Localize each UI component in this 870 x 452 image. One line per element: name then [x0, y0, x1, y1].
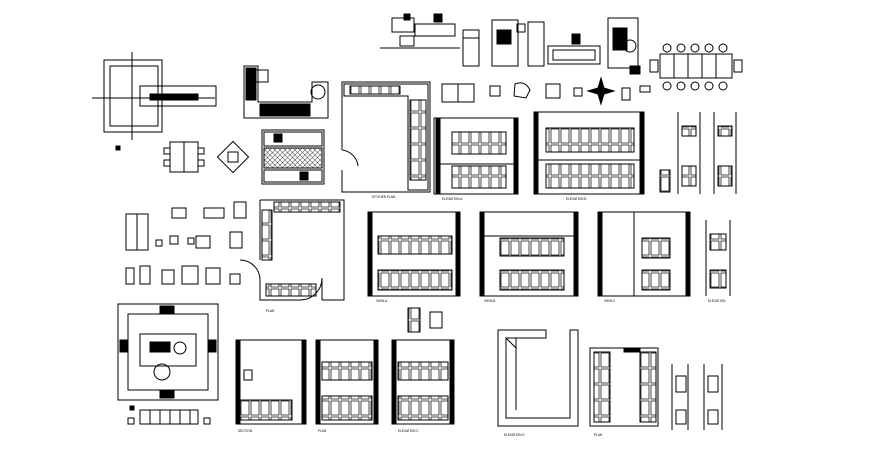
chair-icons-row	[489, 82, 651, 101]
view-a: VIEW-A	[367, 211, 461, 303]
elevation-label: ELEVATION	[708, 299, 726, 303]
room-plan-empty: ELEVATION D	[497, 329, 579, 437]
kitchen-plan-large: KITCHEN PLAN	[341, 81, 431, 199]
view-a-label: VIEW-A	[376, 299, 388, 303]
bed-block	[462, 29, 480, 67]
elev-d-label: ELEVATION D	[504, 433, 525, 437]
dresser-block	[527, 21, 545, 67]
elev-b-label: ELEVATION B	[566, 197, 586, 201]
plan-3-label: PLAN	[594, 433, 603, 437]
armchair-rug-block	[92, 52, 217, 140]
view-b-label: VIEW-B	[484, 299, 495, 303]
sofa-block	[547, 33, 601, 65]
elev-c-label: ELEVATION C	[398, 429, 419, 433]
dining-set-round	[216, 140, 250, 174]
kitchen-plan-door: PLAN	[239, 199, 345, 313]
section-bottom-1: SECTION	[235, 339, 307, 433]
piano-block	[607, 17, 641, 75]
view-c-label: VIEW-C	[604, 299, 616, 303]
galley-plan: PLAN	[589, 347, 659, 437]
section-narrow-1	[659, 112, 701, 194]
compass-star-icon	[586, 76, 616, 106]
elevation-a: ELEVATION A	[433, 117, 519, 201]
square-room-plan	[117, 303, 219, 401]
wardrobe-block	[491, 19, 526, 67]
elev-a-label: ELEVATION A	[442, 197, 463, 201]
marker-square	[129, 405, 135, 411]
dining-table-large	[649, 43, 743, 91]
plan-label: PLAN	[266, 309, 275, 313]
elevation-narrow: ELEVATION	[705, 220, 731, 303]
small-cabinet-icons	[407, 307, 443, 333]
sofa-small-block	[441, 83, 475, 103]
section-label: SECTION	[238, 429, 253, 433]
plan-2-label: PLAN	[318, 429, 327, 433]
kitchen-island-tiled	[261, 129, 325, 185]
view-c: VIEW-C	[597, 211, 691, 303]
section-narrow-bottom	[671, 364, 723, 430]
appliances-group	[125, 201, 247, 285]
marker-square	[115, 145, 121, 151]
l-kitchen-block	[243, 65, 329, 119]
section-bottom-2: PLAN	[315, 339, 379, 433]
section-bottom-3: ELEVATION C	[391, 339, 455, 433]
section-narrow-2	[713, 112, 737, 194]
elevation-b: ELEVATION B	[533, 111, 645, 201]
chairs-row-bottom	[127, 409, 211, 425]
kitchen-plan-label: KITCHEN PLAN	[372, 195, 396, 199]
view-b: VIEW-B	[479, 211, 579, 303]
sofa-chair-block-1	[380, 13, 460, 49]
dining-set-small	[163, 141, 205, 173]
